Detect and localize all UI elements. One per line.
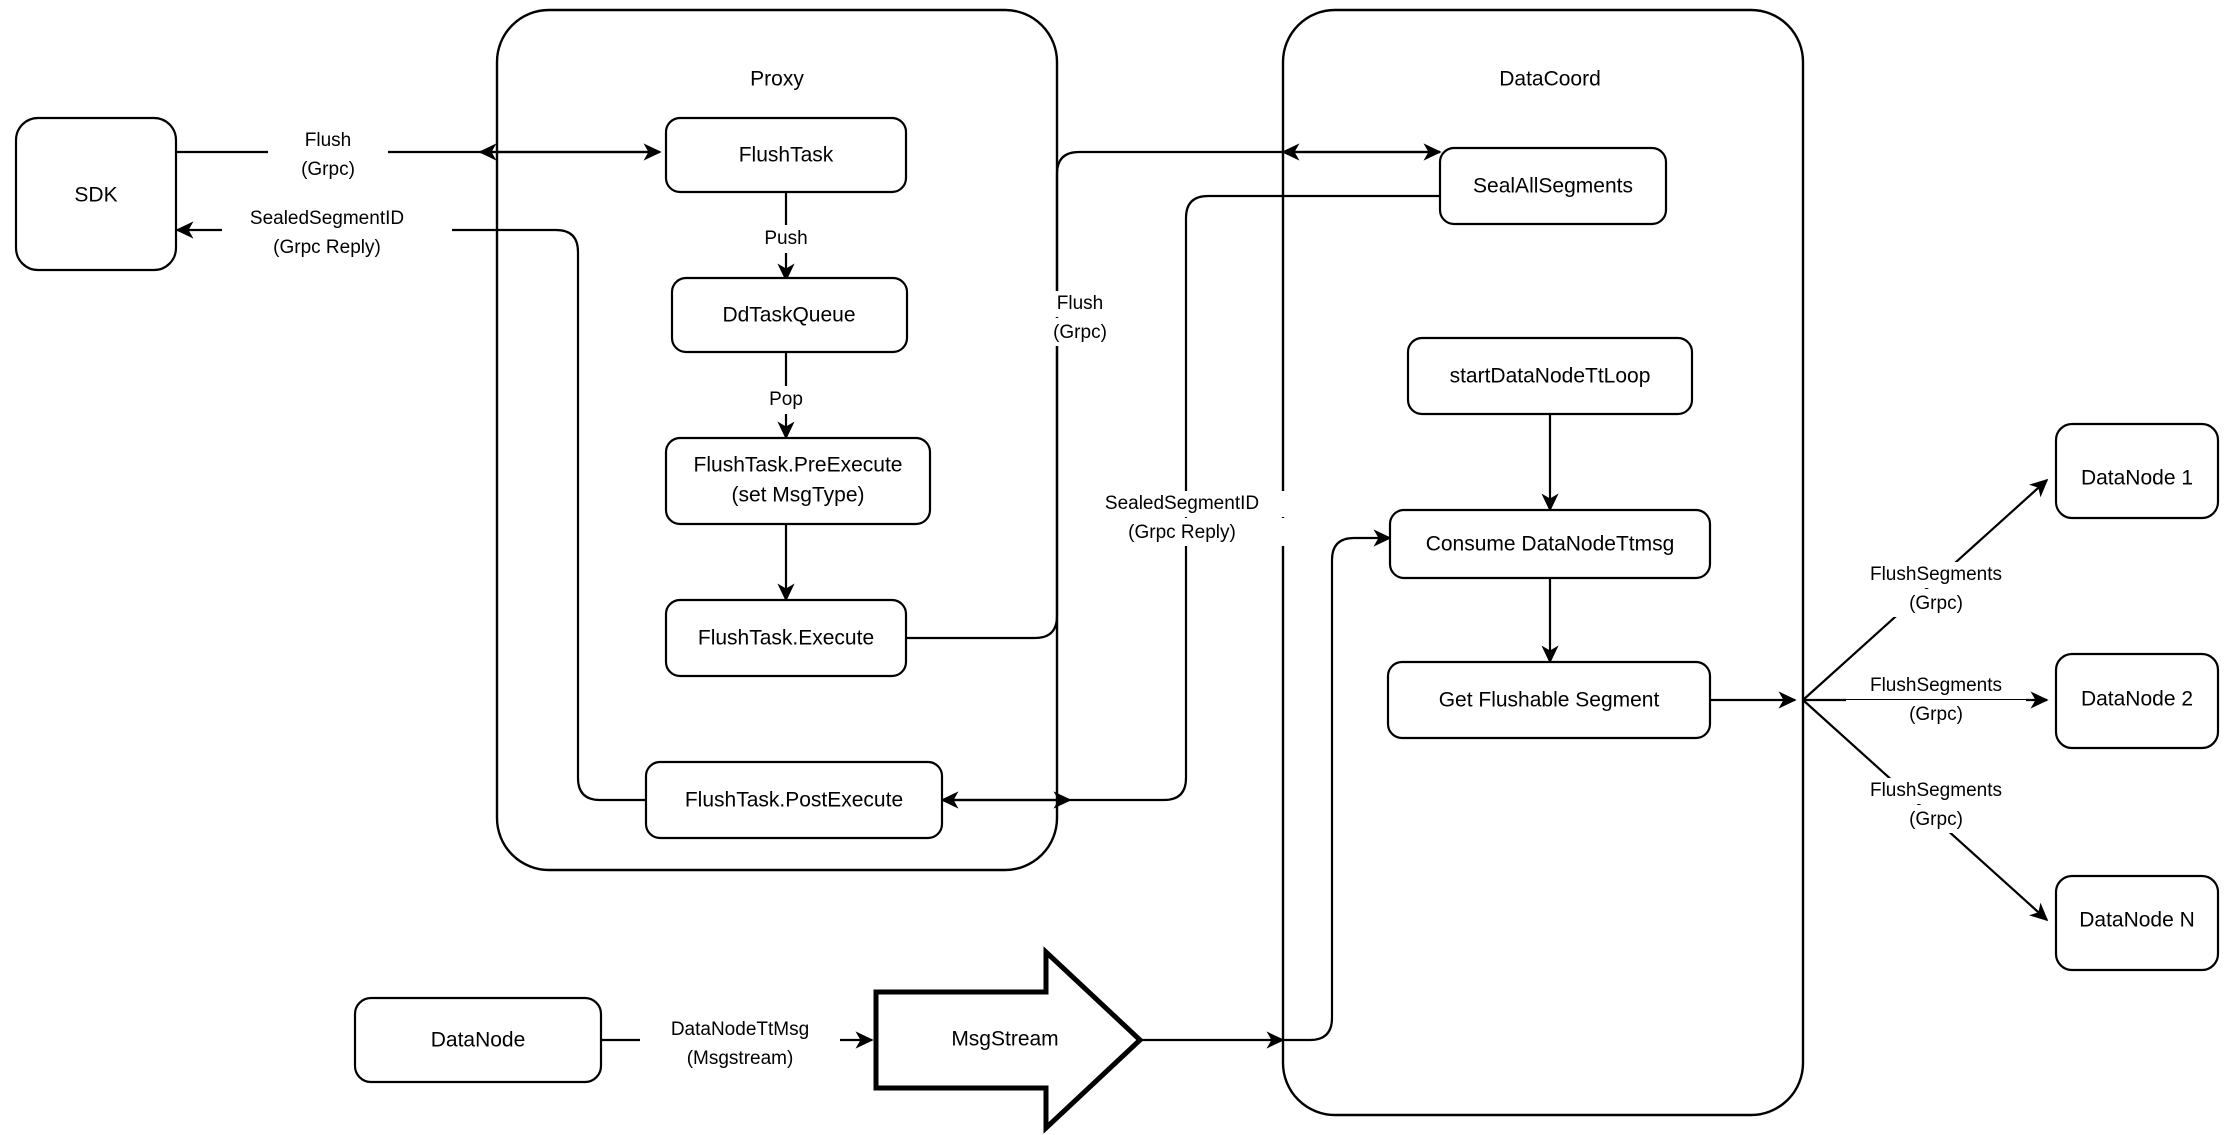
edge-label-datanodettmsg: DataNodeTtMsg (Msgstream) [640,1017,840,1072]
sealallsegments-label: SealAllSegments [1473,175,1633,198]
datanoden-label: DataNode N [2079,909,2195,932]
execute-label: FlushTask.Execute [698,627,874,650]
edge-label-pop: Pop [769,389,803,410]
edge-label-flushsegments-2: FlushSegments (Grpc) [1846,673,2026,728]
edge-label-flushsegments-n: FlushSegments (Grpc) [1846,778,2026,833]
node-datanoden[interactable]: DataNode N [2054,874,2220,972]
ddtaskqueue-box[interactable] [670,276,909,354]
node-getflushablesegment[interactable]: Get Flushable Segment [1386,660,1712,740]
ddtaskqueue-label: DdTaskQueue [722,304,855,327]
edge-label-datanodettmsg-line1: DataNodeTtMsg [671,1019,809,1040]
edge-label-sdk-flush-line1: Flush [305,130,351,151]
node-ddtaskqueue[interactable]: DdTaskQueue [670,276,909,354]
edge-label-pop: Pop [752,386,820,414]
datanode-box[interactable] [353,996,603,1084]
postexecute-label: FlushTask.PostExecute [685,789,903,812]
datacoord-container-outline [1281,8,1805,1117]
node-execute[interactable]: FlushTask.Execute [664,598,908,678]
sealallsegments-box[interactable] [1438,146,1668,226]
flushtask-box[interactable] [664,116,908,194]
edge-label-flushsegments-1: FlushSegments (Grpc) [1846,562,2026,617]
sdk-label: SDK [74,184,117,207]
node-datanode2[interactable]: DataNode 2 [2054,652,2220,750]
datacoord-container-title: DataCoord [1499,68,1601,91]
getflushablesegment-box[interactable] [1386,660,1712,740]
flushtask-label: FlushTask [739,144,834,167]
consumedatanodettmsg-box[interactable] [1388,508,1712,580]
edge-execute-to-sealallsegments [906,143,1442,640]
msgstream-arrow-shape[interactable] [873,946,1144,1134]
edge-label-flushsegments-2-line2: (Grpc) [1909,704,1963,725]
edge-label-datanodettmsg-line2: (Msgstream) [687,1048,794,1069]
msgstream-label: MsgStream [951,1028,1058,1051]
edge-postexecute-to-sdk-reply [497,228,646,802]
datanode-label: DataNode [431,1029,526,1052]
datanode2-label: DataNode 2 [2081,688,2193,711]
datanode2-box[interactable] [2054,652,2220,750]
edge-label-push: Push [764,228,807,249]
edge-label-flush-grpc-datacoord: Flush (Grpc) [1010,291,1114,346]
edge-label-sealedsegmentid-reply-line1: SealedSegmentID [1105,493,1259,514]
edge-label-flushsegments-n-line2: (Grpc) [1909,809,1963,830]
datanode1-box[interactable] [2054,422,2220,520]
node-postexecute[interactable]: FlushTask.PostExecute [644,760,944,840]
startdatanodettloop-label: startDataNodeTtLoop [1450,365,1651,388]
node-datanode[interactable]: DataNode [353,996,603,1084]
container-datacoord: DataCoord [1281,8,1805,1117]
edge-label-flushsegments-n-line1: FlushSegments [1870,780,2002,801]
node-consumedatanodettmsg[interactable]: Consume DataNodeTtmsg [1388,508,1712,580]
startdatanodettloop-box[interactable] [1406,336,1694,416]
consumedatanodettmsg-label: Consume DataNodeTtmsg [1426,533,1675,556]
preexecute-box[interactable] [664,436,932,526]
edge-label-sealedsegmentid-reply: SealedSegmentID (Grpc Reply) [1090,491,1320,546]
edge-label-proxy-sealedsegmentid-line2: (Grpc Reply) [273,237,381,258]
edge-msgstream-to-consume [1140,529,1392,1049]
edge-label-sdk-flush-line2: (Grpc) [301,159,355,180]
proxy-container-title: Proxy [750,68,804,91]
execute-box[interactable] [664,598,908,678]
edge-label-sdk-flush: Flush (Grpc) [268,128,388,183]
node-msgstream[interactable]: MsgStream [873,946,1144,1134]
node-flushtask[interactable]: FlushTask [664,116,908,194]
edge-label-flushsegments-1-line2: (Grpc) [1909,593,1963,614]
sdk-box[interactable] [14,116,178,272]
datanoden-box[interactable] [2054,874,2220,972]
node-preexecute[interactable]: FlushTask.PreExecute (set MsgType) [664,436,932,526]
edge-label-proxy-sealedsegmentid-line1: SealedSegmentID [250,208,404,229]
node-sdk[interactable]: SDK [14,116,178,272]
edge-label-sealedsegmentid-reply-line2: (Grpc Reply) [1128,522,1236,543]
edge-label-flush-grpc-datacoord-line2: (Grpc) [1053,322,1107,343]
datanode1-label: DataNode 1 [2081,467,2193,490]
preexecute-label-line2: (set MsgType) [731,484,864,507]
edge-label-flush-grpc-datacoord-line1: Flush [1057,293,1103,314]
node-startdatanodettloop[interactable]: startDataNodeTtLoop [1406,336,1694,416]
edge-label-flushsegments-1-line1: FlushSegments [1870,564,2002,585]
edge-label-flushsegments-2-line1: FlushSegments [1870,675,2002,696]
node-datanode1[interactable]: DataNode 1 [2054,422,2220,520]
getflushablesegment-label: Get Flushable Segment [1439,689,1660,712]
edge-label-proxy-sealedsegmentid: SealedSegmentID (Grpc Reply) [222,206,452,260]
edge-label-push: Push [748,225,824,253]
preexecute-label-line1: FlushTask.PreExecute [694,454,903,477]
node-sealallsegments[interactable]: SealAllSegments [1438,146,1668,226]
postexecute-box[interactable] [644,760,944,840]
